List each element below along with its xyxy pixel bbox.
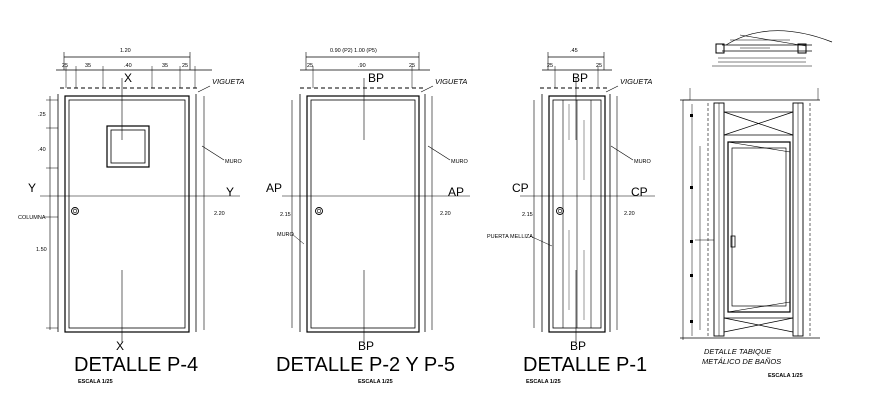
p2-height: 2.20	[440, 211, 451, 217]
p4-door-frame	[64, 95, 190, 333]
p1-height-left: 2.15	[522, 212, 533, 218]
p4-dim-seg-1: 25	[62, 63, 68, 69]
p4-vdim-2: .40	[38, 147, 46, 153]
detail-p4: 1.20 25 35 .40 35 25 VIGUETA X X	[18, 48, 244, 385]
p1-section-mark-bottom: BP	[570, 339, 586, 353]
p1-door-knob	[556, 207, 564, 215]
p4-dim-seg-3: .40	[124, 63, 132, 69]
p1-height: 2.20	[624, 211, 635, 217]
p1-dim-seg-1: 25	[547, 63, 553, 69]
p1-section-mark-right: CP	[631, 185, 648, 199]
tabique-door-handle	[730, 235, 736, 248]
p4-dim-total: 1.20	[120, 48, 131, 54]
detail-tabique: DETALLE TABIQUE METÁLICO DE BAÑOS ESCALA…	[680, 30, 833, 379]
tabique-title-line-2: METÁLICO DE BAÑOS	[702, 357, 781, 366]
p4-scale: ESCALA 1/25	[78, 379, 113, 385]
p1-section-mark-top: BP	[572, 71, 588, 85]
p2-door-frame	[306, 95, 420, 333]
p2-dim-total: 0.90 (P2) 1.00 (P5)	[330, 48, 377, 54]
p4-label-columna: COLUMNA	[18, 215, 46, 221]
p2-height-left: 2.15	[280, 212, 291, 218]
p4-section-mark-top: X	[124, 71, 132, 85]
p1-section-mark-left: CP	[512, 181, 529, 195]
p2-dim-seg-2: .90	[358, 63, 366, 69]
p4-door-knob	[71, 207, 79, 215]
tabique-elevation	[680, 88, 820, 340]
tabique-door-panel	[727, 141, 791, 313]
p4-dim-seg-5: 25	[182, 63, 188, 69]
p1-dim-seg-2: 25	[596, 63, 602, 69]
tabique-plan-view	[712, 30, 833, 67]
p1-label-vigueta: VIGUETA	[620, 77, 652, 86]
p2-section-mark-left: AP	[266, 181, 282, 195]
p2-label-muro-left: MURO	[277, 232, 295, 238]
detail-p1: .45 25 25 VIGUETA BP BP CP CP 2.15 PUERT…	[487, 48, 655, 385]
p2-section-mark-bottom: BP	[358, 339, 374, 353]
p2-title: DETALLE P-2 Y P-5	[276, 354, 455, 376]
p4-vdim-1: .25	[38, 112, 46, 118]
p1-door-frame	[548, 95, 606, 333]
p2-scale: ESCALA 1/25	[358, 379, 393, 385]
p4-label-vigueta: VIGUETA	[212, 77, 244, 86]
p4-title: DETALLE P-4	[74, 354, 198, 376]
p2-label-vigueta: VIGUETA	[435, 77, 467, 86]
p4-door-window	[106, 125, 150, 168]
p4-section-mark-right: Y	[226, 185, 234, 199]
p2-label-muro: MURO	[451, 159, 469, 165]
tabique-title-line-1: DETALLE TABIQUE	[704, 347, 772, 356]
p1-label-puerta: PUERTA MELLIZA	[487, 234, 533, 240]
p4-vdim-3: 1.50	[36, 247, 47, 253]
p2-section-mark-top: BP	[368, 71, 384, 85]
tabique-scale: ESCALA 1/25	[768, 373, 803, 379]
p1-scale: ESCALA 1/25	[526, 379, 561, 385]
p2-dim-seg-1: 25	[307, 63, 313, 69]
p4-section-mark-bottom: X	[116, 339, 124, 353]
p4-section-mark-left: Y	[28, 181, 36, 195]
p4-dim-seg-4: 35	[162, 63, 168, 69]
p2-door-knob	[315, 207, 323, 215]
p1-dim-total: .45	[570, 48, 578, 54]
p4-label-muro: MURO	[225, 159, 243, 165]
p2-section-mark-right: AP	[448, 185, 464, 199]
p2-dim-seg-3: 25	[409, 63, 415, 69]
detail-p2: 0.90 (P2) 1.00 (P5) 25 .90 25 VIGUETA BP…	[266, 48, 470, 385]
p1-title: DETALLE P-1	[523, 354, 647, 376]
p4-height: 2.20	[214, 211, 225, 217]
p4-dim-seg-2: 35	[85, 63, 91, 69]
p1-label-muro: MURO	[634, 159, 652, 165]
